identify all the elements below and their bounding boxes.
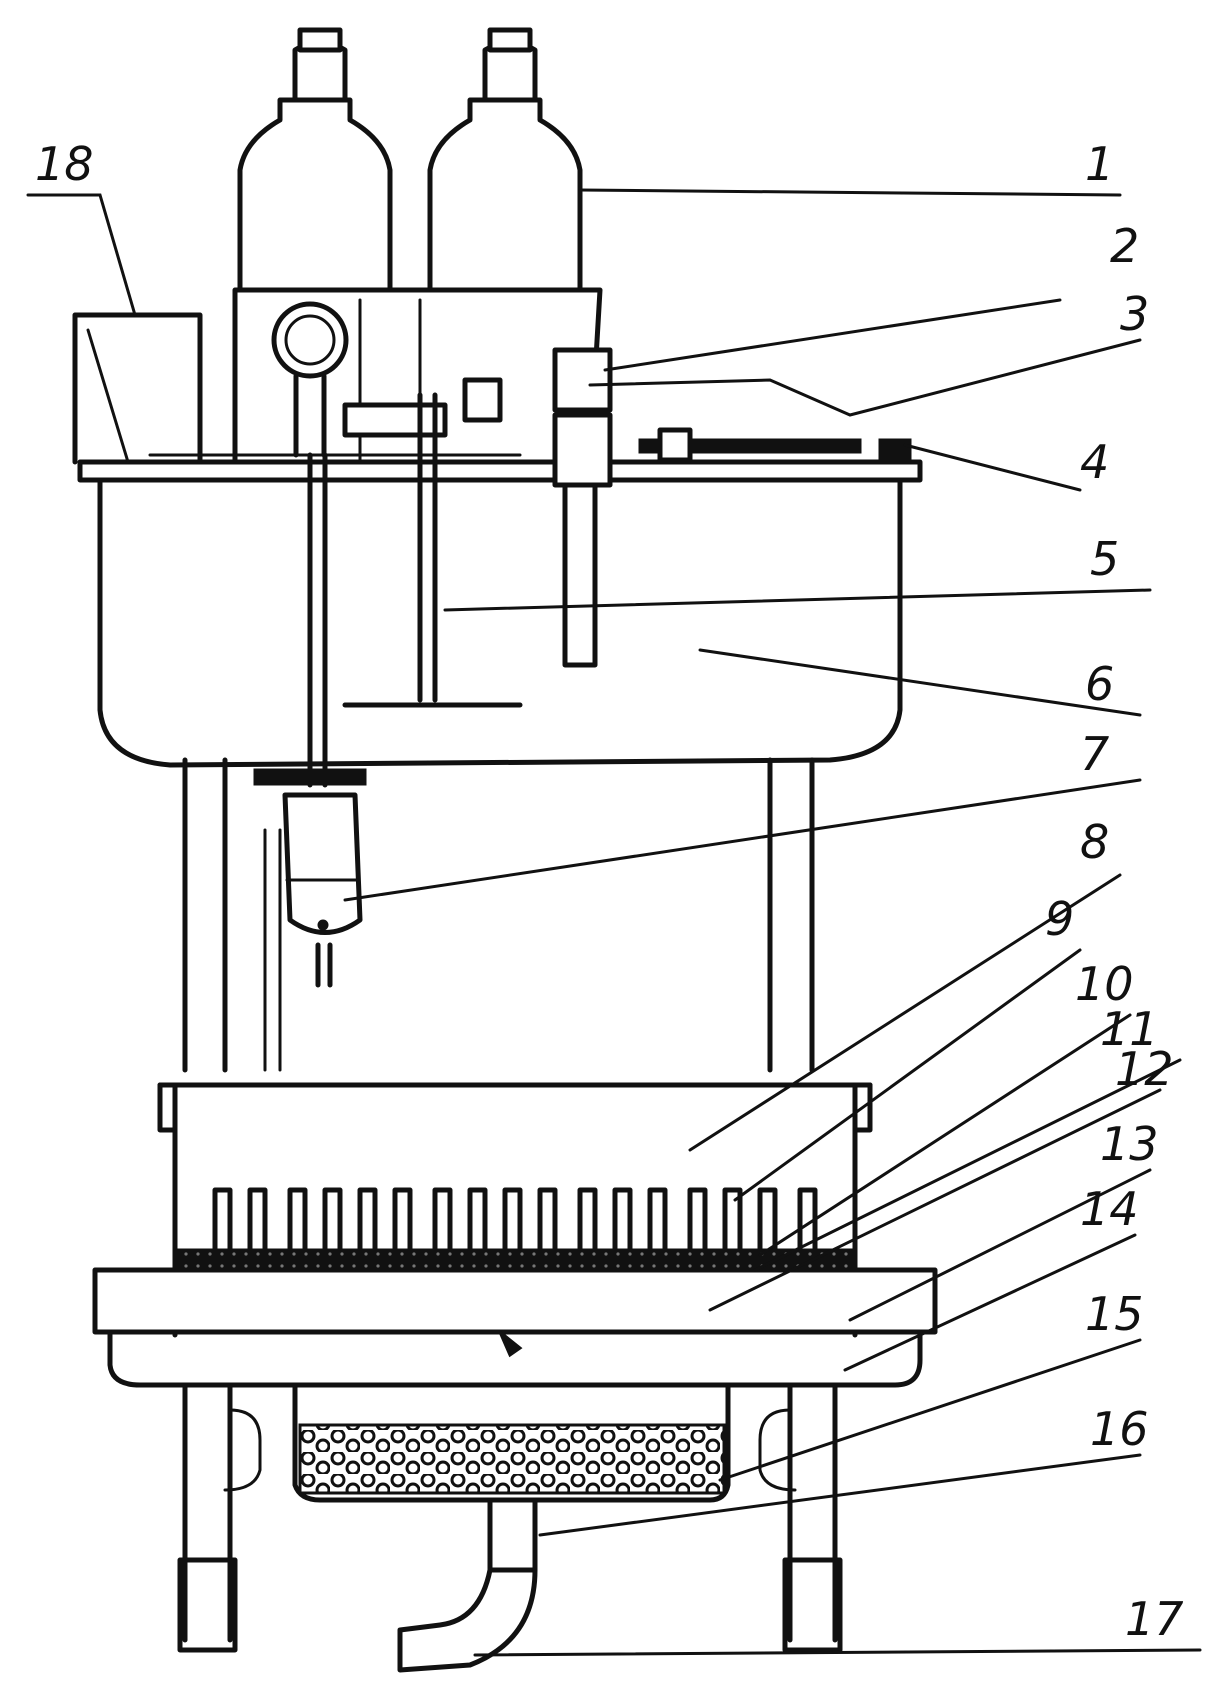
label-9: 9	[1045, 892, 1074, 946]
frame-uprights	[182, 757, 815, 1073]
label-10: 10	[1075, 957, 1134, 1011]
lower-legs	[177, 1382, 843, 1653]
upper-tank	[77, 453, 923, 768]
overflow-box	[72, 312, 203, 465]
label-13: 13	[1100, 1117, 1159, 1171]
label-6: 6	[1085, 657, 1114, 711]
label-4: 4	[1080, 435, 1109, 489]
label-7: 7	[1080, 727, 1109, 781]
label-3: 3	[1120, 287, 1149, 341]
drain-pipe	[253, 452, 367, 788]
label-1: 1	[1085, 137, 1114, 191]
leader-lines	[26, 188, 1202, 1657]
gravel-bed	[292, 1382, 731, 1503]
label-18: 18	[35, 137, 94, 191]
label-2: 2	[1110, 219, 1139, 273]
pressure-gauge	[271, 301, 349, 458]
label-16: 16	[1090, 1402, 1149, 1456]
part-labels: 1 2 3 4 5 6 7 8 9 10 11 12 13 14 15 16 1…	[35, 137, 1184, 1646]
lid-fitting	[638, 427, 912, 463]
label-12: 12	[1115, 1042, 1174, 1096]
label-8: 8	[1080, 815, 1109, 869]
label-14: 14	[1080, 1182, 1139, 1236]
dosing-valve	[552, 347, 613, 668]
pump-motor	[282, 792, 363, 988]
label-17: 17	[1125, 1592, 1184, 1646]
label-11: 11	[1100, 1002, 1159, 1056]
label-15: 15	[1085, 1287, 1144, 1341]
collector-base	[92, 1267, 938, 1388]
outlet-hose	[397, 1497, 538, 1673]
label-5: 5	[1090, 532, 1119, 586]
stirrer	[342, 377, 523, 708]
